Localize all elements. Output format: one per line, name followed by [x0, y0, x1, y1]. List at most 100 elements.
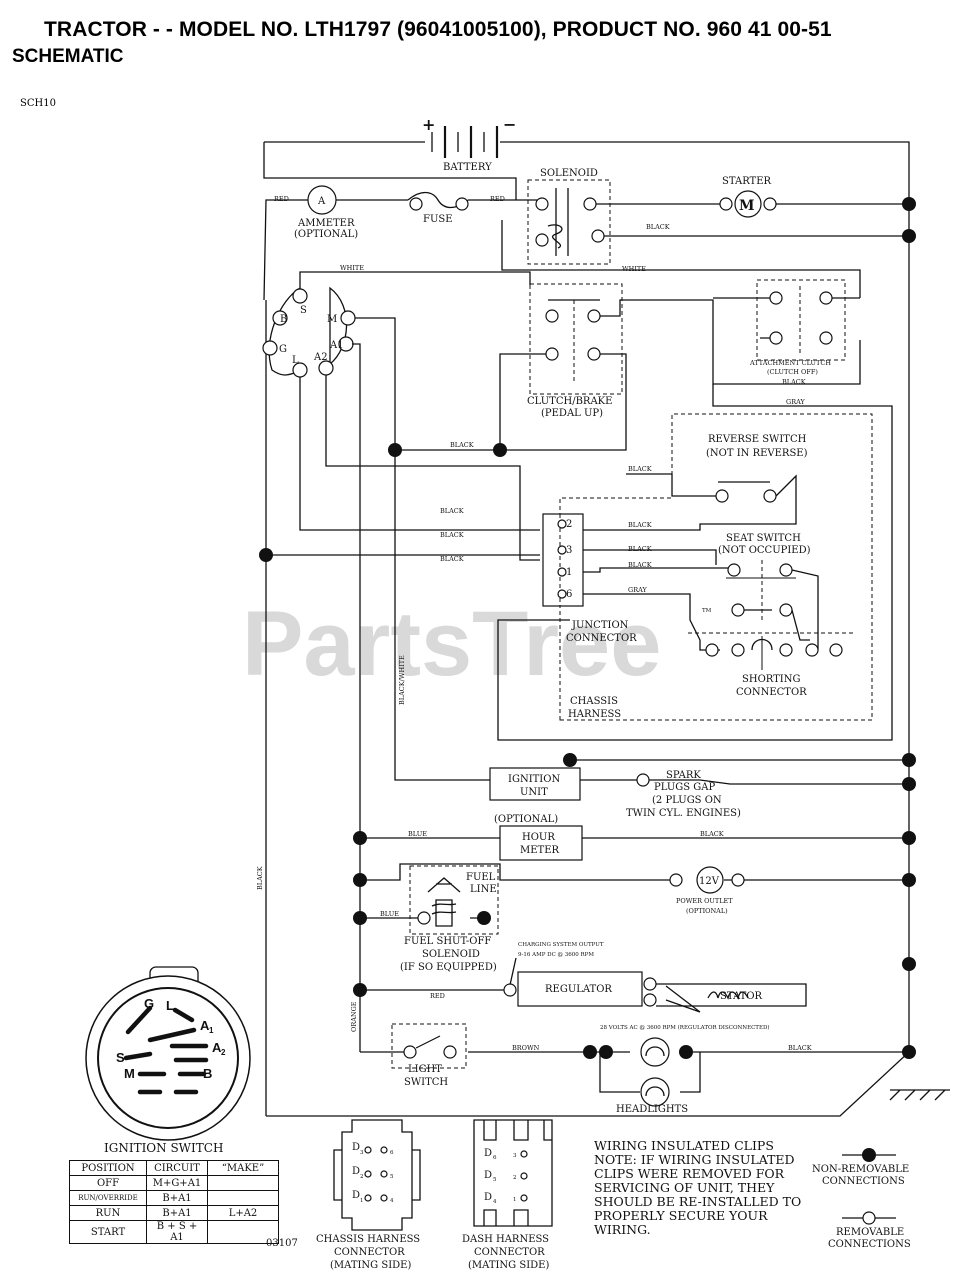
reverse-switch-label: REVERSE SWITCH [708, 434, 807, 445]
wire-brown: BROWN [512, 1044, 540, 1052]
dash-harness-connector: D D D 6 3 5 2 4 1 DASH HARNESS CONNECTOR… [462, 1119, 553, 1271]
chassis-d-1: D [352, 1142, 360, 1153]
starter-label: STARTER [722, 176, 772, 187]
junction-pin-1: 1 [566, 567, 572, 578]
chassis-d-2: D [352, 1166, 360, 1177]
shorting-label-2: CONNECTOR [736, 687, 807, 698]
ignition-unit-2: UNIT [520, 787, 548, 798]
term-A1: A1 [329, 340, 344, 351]
dash-d-3: D [484, 1192, 492, 1203]
wire-gray-ac: GRAY [786, 398, 806, 406]
spark-4: TWIN CYL. ENGINES) [626, 808, 741, 819]
spark-2: PLUGS GAP [654, 782, 715, 793]
dash-d-2: D [484, 1170, 492, 1181]
wire-black-a: BLACK [440, 507, 464, 515]
wire-black-b: BLACK [440, 531, 464, 539]
note-line-1: WIRING INSULATED CLIPS [594, 1138, 774, 1153]
col-position: POSITION [69, 1160, 147, 1176]
wire-orange: ORANGE [350, 1001, 358, 1032]
reverse-switch-state: (NOT IN REVERSE) [706, 448, 808, 459]
ignition-unit: IGNITION UNIT SPARK PLUGS GAP (2 PLUGS O… [489, 759, 909, 819]
junction-pin-2: 2 [566, 519, 572, 530]
row-position: OFF [69, 1175, 147, 1191]
power-outlet-optional: (OPTIONAL) [686, 907, 728, 915]
table-row: RUN/OVERRIDE B+A1 [69, 1190, 279, 1206]
fuel-line-1: FUEL [466, 872, 496, 883]
battery-plus: + [422, 115, 435, 134]
dash-conn-1: DASH HARNESS [462, 1234, 549, 1245]
ignition-switch-title: IGNITION SWITCH [104, 1141, 223, 1155]
wire-black-j2: BLACK [628, 521, 652, 529]
note-line-3: CLIPS WERE REMOVED FOR [594, 1166, 785, 1181]
wire-black-ground: BLACK [256, 866, 264, 890]
note-line-4: SERVICING OF UNIT, THEY [594, 1180, 775, 1195]
junction-pin-6: 6 [566, 589, 572, 600]
chassis-pin-4: 4 [390, 1198, 394, 1204]
ignition-table-header: POSITION CIRCUIT “MAKE” [69, 1160, 279, 1176]
ground-bus [263, 141, 950, 1117]
attachment-clutch-state: (CLUTCH OFF) [767, 368, 818, 376]
legend-nonremovable-1: NON-REMOVABLE [812, 1164, 909, 1175]
hour-meter-2: METER [520, 845, 560, 856]
watermark: PartsTree [242, 593, 661, 695]
table-row: OFF M+G+A1 [69, 1175, 279, 1191]
row-circuit: B + S + A1 [146, 1220, 208, 1244]
row-circuit: B+A1 [146, 1205, 208, 1221]
wire-white-1: WHITE [622, 265, 646, 273]
notes: WIRING INSULATED CLIPS NOTE: IF WIRING I… [594, 1138, 801, 1237]
wire-black-j1: BLACK [628, 561, 652, 569]
dash-pin-5: 5 [493, 1177, 497, 1183]
face-S: S [116, 1050, 125, 1065]
ignition-table: POSITION CIRCUIT “MAKE” OFF M+G+A1 RUN/O… [69, 1160, 279, 1244]
row-circuit: M+G+A1 [146, 1175, 208, 1191]
wire-red-2: RED [490, 195, 505, 203]
row-make [207, 1190, 279, 1206]
wire-red-1: RED [274, 195, 289, 203]
term-M: M [327, 314, 337, 325]
note-line-7: WIRING. [594, 1222, 651, 1237]
safety-switch-area: REVERSE SWITCH (NOT IN REVERSE) BLACK BL… [519, 413, 873, 721]
chassis-pin-3: 3 [360, 1150, 364, 1156]
chassis-harness-2: HARNESS [568, 709, 621, 720]
term-S: S [300, 305, 307, 316]
charging-2: 9-16 AMP DC @ 3600 RPM [518, 951, 594, 958]
attachment-clutch-label: ATTACHMENT CLUTCH [749, 359, 831, 367]
legend-removable-2: CONNECTIONS [828, 1239, 911, 1250]
dash-conn-3: (MATING SIDE) [468, 1260, 549, 1271]
hour-meter: (OPTIONAL) HOUR METER BLUE BLACK [360, 814, 909, 861]
spark-1: SPARK [666, 770, 701, 781]
wire-black-ac: BLACK [782, 378, 806, 386]
solenoid-label: SOLENOID [540, 168, 598, 179]
wire-black-rev: BLACK [628, 465, 652, 473]
row-position: RUN [69, 1205, 147, 1221]
hour-meter-optional: (OPTIONAL) [494, 814, 558, 825]
attachment-clutch-switch: ATTACHMENT CLUTCH (CLUTCH OFF) BLACK GRA… [497, 279, 893, 741]
drawing-code: SCH10 [20, 98, 56, 109]
drawing-number: 03107 [266, 1238, 298, 1249]
row-make [207, 1220, 279, 1244]
face-M: M [124, 1066, 135, 1081]
fuel-solenoid-3: (IF SO EQUIPPED) [400, 962, 497, 973]
dash-d-1: D [484, 1148, 492, 1159]
watermark-tm: TM [702, 608, 712, 614]
light-switch-1: LIGHT [408, 1064, 442, 1075]
chassis-harness-connector: D D D 3 6 2 5 1 4 CHASSIS HARNESS CONNEC… [316, 1119, 421, 1271]
lighting-circuit: LIGHT SWITCH BROWN BLACK HEADLIGHTS [360, 1023, 909, 1115]
page-subtitle: SCHEMATIC [12, 46, 124, 67]
clutch-brake-state: (PEDAL UP) [541, 408, 603, 419]
light-switch-2: SWITCH [404, 1077, 448, 1088]
connection-dots [259, 197, 916, 1059]
fuse-label: FUSE [423, 214, 453, 225]
ignition-switch-face: G L A 1 A 2 S M B IGNITION SWITCH [85, 966, 251, 1155]
shorting-label-1: SHORTING [742, 674, 800, 685]
ignition-terminals: S B G L A2 A1 M WHITE BLACK BLACK BLACK … [256, 264, 531, 1052]
wire-black-starter: BLACK [646, 223, 670, 231]
chassis-pin-2: 2 [360, 1174, 364, 1180]
col-circuit: CIRCUIT [146, 1160, 208, 1176]
seat-switch-state: (NOT OCCUPIED) [718, 545, 811, 556]
dash-pin-2: 2 [513, 1175, 517, 1181]
face-A1-sub: 1 [209, 1026, 214, 1035]
charging-system: CHARGING SYSTEM OUTPUT 9-16 AMP DC @ 360… [350, 942, 807, 1032]
wire-white-2: WHITE [340, 264, 364, 272]
page-title: TRACTOR - - MODEL NO. LTH1797 (960410051… [44, 18, 832, 41]
